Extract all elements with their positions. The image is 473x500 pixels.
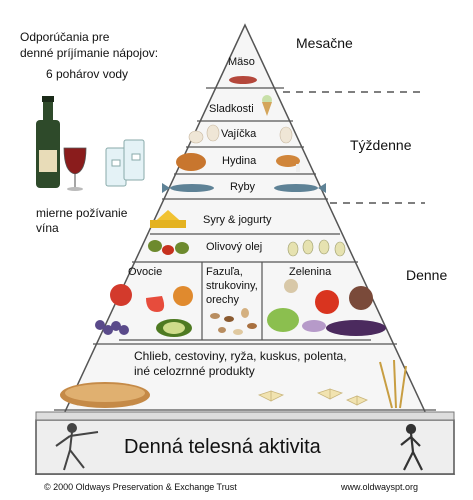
drinks-note-line1: Odporúčania pre xyxy=(20,30,110,44)
tier-legumes-line2: strukoviny, xyxy=(206,280,258,292)
frequency-weekly: Týždenne xyxy=(350,137,412,153)
drinks-note-line2: denné príjímanie nápojov: xyxy=(20,46,159,60)
tier-vegetables: Zelenina xyxy=(289,266,332,278)
wheat-icon xyxy=(379,359,407,409)
copyright: © 2000 Oldways Preservation & Exchange T… xyxy=(44,482,237,492)
tier-meat: Mäso xyxy=(228,56,255,68)
tier-eggs: Vajíčka xyxy=(221,128,257,140)
tier-poultry: Hydina xyxy=(222,155,257,167)
vegetables-icon xyxy=(267,279,386,336)
tier-grains-line2: iné celozrnné produkty xyxy=(134,364,255,378)
water-glasses-icon xyxy=(105,139,145,187)
tier-fruit: Ovocie xyxy=(128,266,163,278)
roast-chicken-icon xyxy=(176,153,300,172)
wine-bottle-icon xyxy=(36,96,60,188)
water-note: 6 pohárov vody xyxy=(46,67,129,81)
tier-grains-line1: Chlieb, cestoviny, ryža, kuskus, polenta… xyxy=(134,349,347,363)
tier-dividers xyxy=(54,87,436,411)
eggs-icon xyxy=(188,124,293,144)
ice-cream-icon xyxy=(262,95,272,116)
tier-legumes-line3: orechy xyxy=(206,294,240,306)
tier-legumes-line1: Fazuľa, xyxy=(206,266,243,278)
fruit-icon xyxy=(95,284,193,337)
olive-oil-drops-icon xyxy=(287,239,346,257)
tier-olive-oil: Olivový olej xyxy=(206,241,263,253)
nuts-beans-icon xyxy=(210,308,257,335)
olives-icon xyxy=(148,240,189,255)
activity-band xyxy=(35,419,455,475)
wine-note-line1: mierne požívanie xyxy=(36,206,128,220)
tier-activity: Denná telesná aktivita xyxy=(124,436,321,458)
wine-glass-icon xyxy=(63,147,87,191)
pasta-icon xyxy=(257,388,368,406)
cheese-icon xyxy=(150,210,186,228)
bread-icon xyxy=(60,382,150,408)
tier-cheese: Syry & jogurty xyxy=(203,214,272,226)
runner-man-icon xyxy=(400,423,423,471)
wine-note-line2: vína xyxy=(36,221,59,235)
frequency-daily: Denne xyxy=(406,267,448,283)
frequency-monthly: Mesačne xyxy=(296,35,353,51)
fish-icon xyxy=(162,183,326,193)
meat-icon xyxy=(229,76,257,84)
activity-band-top xyxy=(35,411,455,421)
tier-fish: Ryby xyxy=(230,181,256,193)
runner-woman-icon xyxy=(55,423,99,471)
tier-sweets: Sladkosti xyxy=(209,103,254,115)
website-url: www.oldwayspt.org xyxy=(341,482,419,492)
